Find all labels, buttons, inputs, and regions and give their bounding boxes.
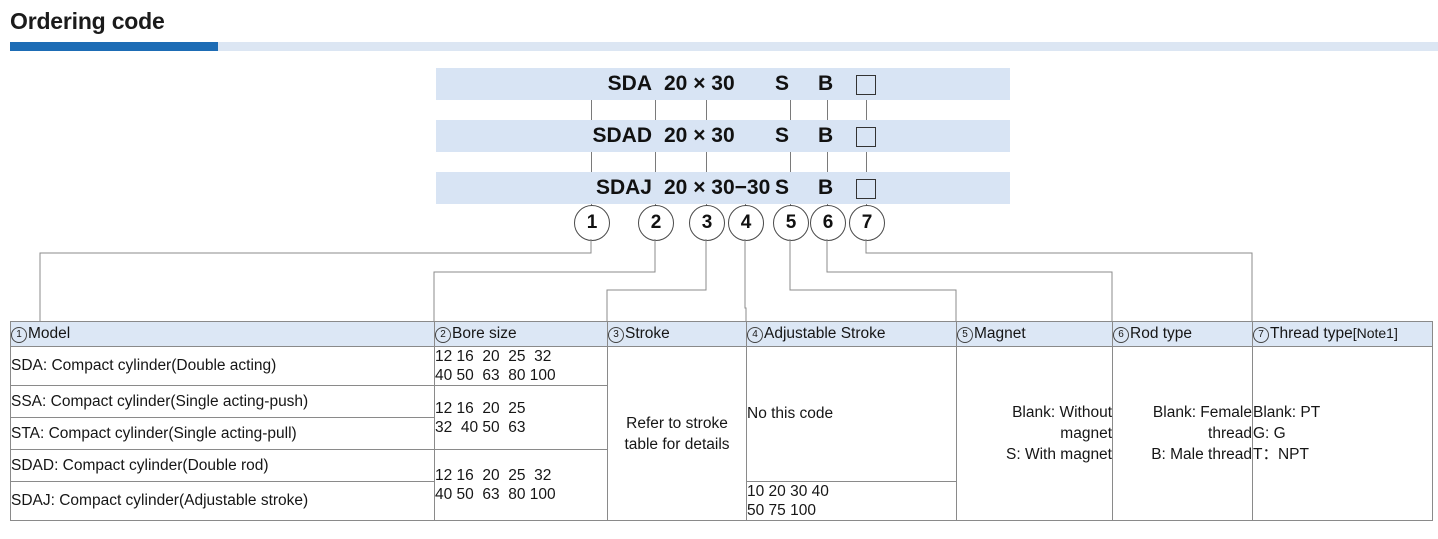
ordering-code-diagram: SDA 20 × 30 S B SDAD 20 × 30 S B SDAJ 20… [0,60,1438,240]
page-header: Ordering code [10,6,1438,52]
tick-line [866,152,867,172]
cell-model-1: SDA: Compact cylinder(Double acting) [10,346,435,386]
table-row: SSA: Compact cylinder(Single acting-push… [10,385,1433,450]
callout-4: 4 [728,205,764,241]
code-size-2: 20 × 30 [664,124,735,147]
code-bar-row-1: SDA 20 × 30 S B [436,68,1010,100]
header-label-thread-type: Thread type [1270,325,1353,342]
code-rod-1: B [818,72,834,95]
header-label-adjustable-stroke: Adjustable Stroke [764,325,886,342]
cell-bore-group-3: 12 16 20 25 32 40 50 63 80 100 [434,449,608,521]
tick-line [827,100,828,120]
code-magnet-3: S [775,176,790,199]
header-label-stroke: Stroke [625,325,670,342]
tick-line [591,152,592,172]
header-num-5: 5 [957,327,973,343]
code-size-3: 20 × 30−30 [664,176,771,199]
cell-thread-type: Blank: PT G: G T：NPT [1252,346,1433,521]
header-num-1: 1 [11,327,27,343]
callout-numbers: 1 2 3 4 5 6 7 [0,205,1438,245]
code-rod-3: B [818,176,834,199]
cell-model-4: SDAD: Compact cylinder(Double rod) [10,449,435,482]
table-row: SDAD: Compact cylinder(Double rod) 12 16… [10,449,1433,521]
header-num-6: 6 [1113,327,1129,343]
cell-model-3: STA: Compact cylinder(Single acting-pull… [10,417,435,450]
callout-3: 3 [689,205,725,241]
tick-line [790,152,791,172]
code-magnet-1: S [775,72,790,95]
callout-2: 2 [638,205,674,241]
cell-rod-type: Blank: Female thread B: Male thread [1112,346,1253,521]
table-row: SDA: Compact cylinder(Double acting) 12 … [10,346,1433,521]
table-row: SDAJ: Compact cylinder(Adjustable stroke… [10,481,1433,521]
tick-line [866,100,867,120]
cell-model-2: SSA: Compact cylinder(Single acting-push… [10,385,435,418]
cell-magnet: Blank: Without magnet S: With magnet [956,346,1113,521]
header-label-magnet: Magnet [974,325,1026,342]
code-size-1: 20 × 30 [664,72,735,95]
cell-adjustable-stroke-top: No this code [746,346,957,482]
cell-bore-group-2: 12 16 20 25 32 40 50 63 [434,385,608,450]
cell-model-5: SDAJ: Compact cylinder(Adjustable stroke… [10,481,435,521]
code-thread-box-3 [856,179,876,199]
callout-1: 1 [574,205,610,241]
header-num-7: 7 [1253,327,1269,343]
tick-line [706,152,707,172]
callout-5: 5 [773,205,809,241]
tick-line [827,152,828,172]
header-label-bore-size: Bore size [452,325,517,342]
code-rod-2: B [818,124,834,147]
header-label-model: Model [28,325,71,342]
tick-line [655,100,656,120]
code-bar-row-2: SDAD 20 × 30 S B [436,120,1010,152]
header-num-3: 3 [608,327,624,343]
accent-bar-light [10,42,1438,51]
code-magnet-2: S [775,124,790,147]
code-thread-box-2 [856,127,876,147]
tick-line [706,100,707,120]
code-model-2: SDAD [592,124,652,147]
tick-line [591,100,592,120]
page-title: Ordering code [10,8,165,34]
code-model-3: SDAJ [595,176,652,199]
code-bar-row-3: SDAJ 20 × 30−30 S B [436,172,1010,204]
accent-bar-strong [10,42,218,51]
tick-line [790,100,791,120]
code-model-1: SDA [607,72,652,95]
cell-bore-group-1: 12 16 20 25 32 40 50 63 80 100 [434,346,608,386]
header-note-ref: [Note1] [1352,325,1398,341]
header-label-rod-type: Rod type [1130,325,1193,342]
callout-6: 6 [810,205,846,241]
cell-stroke: Refer to stroke table for details [607,346,747,521]
header-num-2: 2 [435,327,451,343]
tick-line [655,152,656,172]
callout-7: 7 [849,205,885,241]
cell-adjustable-stroke-bottom: 10 20 30 40 50 75 100 [746,481,957,521]
header-num-4: 4 [747,327,763,343]
code-thread-box-1 [856,75,876,95]
table-row: STA: Compact cylinder(Single acting-pull… [10,417,1433,450]
